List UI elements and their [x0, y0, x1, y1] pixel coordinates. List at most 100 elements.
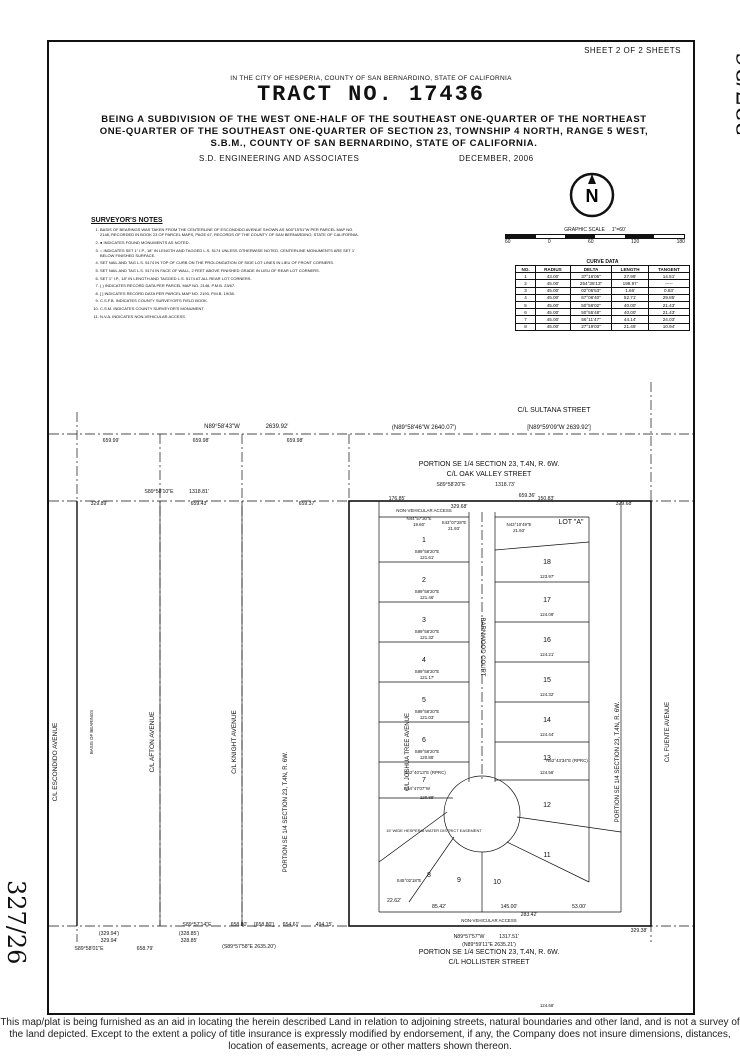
- lot-number: 2: [422, 577, 426, 584]
- oak-seg: 176.85': [389, 496, 406, 502]
- lot-number: 4: [422, 657, 426, 664]
- curve-cell: 2: [514, 279, 537, 288]
- scale-tick: 60: [588, 239, 594, 245]
- label: N52°43'34"E (RPRC): [546, 758, 588, 763]
- scale-tick: 120: [630, 239, 640, 245]
- hollister-dim: 145.00': [501, 904, 518, 910]
- court-name: BARNWOOD COURT: [479, 618, 485, 677]
- lot-number: 10: [493, 879, 501, 886]
- hollister-dim: 658.80': [231, 922, 248, 928]
- label: N52°40'13"E (RPRC): [404, 770, 446, 775]
- legal-description: BEING A SUBDIVISION OF THE WEST ONE-HALF…: [99, 114, 649, 149]
- lot-number: 16: [543, 637, 551, 644]
- disclaimer-text: This map/plat is being furnished as an a…: [0, 1017, 740, 1052]
- oak-bearing-e: S89°58'20"E: [436, 482, 466, 488]
- curve-cell: 24.03': [647, 315, 691, 324]
- lot-dimension: 124.44': [540, 732, 554, 737]
- street-joshua: C/L JOSHUA TREE AVENUE: [405, 713, 411, 791]
- street-sultana: C/L SULTANA STREET: [518, 407, 592, 414]
- curve-cell: 14.51': [647, 272, 691, 281]
- graphic-scale-label: GRAPHIC SCALE: [564, 227, 605, 233]
- lot-a: LOT "A": [558, 519, 584, 526]
- label: N54°47'07"W: [404, 786, 431, 791]
- water-easement: 15' WIDE HESPERIA WATER DISTRICT EASEMEN…: [386, 828, 482, 833]
- street-oak-valley: C/L OAK VALLEY STREET: [447, 471, 532, 478]
- oak-seg: 329.68': [451, 504, 468, 510]
- scale-tick: 180: [676, 239, 685, 245]
- nva-south: NON-VEHICULAR ACCESS: [461, 918, 516, 923]
- surveyor-note-item: ○ INDICATES SET 1" I.P., 18" IN LENGTH A…: [100, 248, 361, 258]
- plat-date: DECEMBER, 2006: [459, 154, 534, 163]
- lot-number: 6: [422, 737, 426, 744]
- oak-seg: 329.89': [91, 501, 108, 507]
- label: 21.93': [513, 528, 525, 533]
- hollister-dim: 654.61': [283, 922, 300, 928]
- surveyors-notes: SURVEYOR'S NOTES BASIS OF BEARINGS WAS T…: [91, 217, 361, 321]
- curve-cell: 56°11'47": [569, 315, 613, 324]
- oak-seg: 150.83': [538, 496, 555, 502]
- lot-dimension: 124.21': [540, 652, 554, 657]
- surveyor-note-item: ● INDICATES FOUND MONUMENTS AS NOTED.: [100, 240, 361, 245]
- lot-number: 3: [422, 617, 426, 624]
- lot-number: 13: [543, 755, 551, 762]
- hollister-dim: N89°57'57"W: [454, 934, 485, 940]
- lot-number: 7: [422, 777, 426, 784]
- curve-cell: 8: [514, 322, 537, 331]
- city-line: IN THE CITY OF HESPERIA, COUNTY OF SAN B…: [230, 75, 512, 82]
- engineer-name: S.D. ENGINEERING AND ASSOCIATES: [199, 154, 360, 163]
- lot-number: 5: [422, 697, 426, 704]
- north-label: N: [586, 186, 599, 206]
- portion-east: PORTION SE 1/4 SECTION 23, T.4N, R. 6W.: [615, 701, 621, 822]
- label: N44°57'30"E: [407, 516, 432, 521]
- surveyor-note-item: C.S.M. INDICATES COUNTY SURVEYOR'S MONUM…: [100, 306, 361, 311]
- lot-bearing: S89°58'20"E: [415, 669, 440, 674]
- north-arrow-icon: N: [569, 172, 615, 218]
- lot-number: 15: [543, 677, 551, 684]
- lot-bearing: S89°58'20"E: [415, 549, 440, 554]
- sultana-seg: 659.99': [103, 438, 120, 444]
- portion-west: PORTION SE 1/4 SECTION 23, T.4N, R. 6W.: [283, 751, 289, 872]
- curve-cell: 21.43': [647, 308, 691, 317]
- curve-cell: 29.85': [647, 293, 691, 302]
- curve-cell: 21.43': [647, 300, 691, 310]
- surveyor-note-item: C.S.F.B. INDICATES COUNTY SURVEYOR'S FIE…: [100, 298, 361, 303]
- sultana-seg: 659.98': [193, 438, 210, 444]
- curve-cell: 50°56'02": [569, 300, 613, 310]
- lot-dimension: 124.32': [540, 692, 554, 697]
- street-knight: C/L KNIGHT AVENUE: [231, 709, 238, 773]
- surveyor-note-item: N.V.A. INDICATES NON-VEHICULAR ACCESS: [100, 314, 361, 319]
- nva-north: NON-VEHICULAR ACCESS: [396, 508, 451, 513]
- surveyor-note-item: [ ] INDICATES RECORD DATA PER PARCEL MAP…: [100, 291, 361, 296]
- scale-tick: 0: [547, 239, 551, 245]
- curve-cell: 02°05'53": [569, 286, 613, 295]
- lot-dimension: 124.68': [540, 1003, 554, 1008]
- hollister-dim: 53.00': [572, 904, 586, 910]
- recording-stamp-bottom: 327/26: [2, 880, 30, 965]
- hollister-dim: 283.42': [521, 912, 538, 918]
- oak-dist-w: 1318.81': [189, 489, 209, 495]
- hollister-dim: 329.38': [631, 928, 648, 934]
- oak-seg: 329.68': [616, 501, 633, 507]
- hollister-dim: 85.42': [432, 904, 446, 910]
- curve-cell: 254°35'13": [569, 279, 613, 288]
- street-afton: C/L AFTON AVENUE: [149, 711, 156, 773]
- lot-bearing: S89°58'20"E: [415, 629, 440, 634]
- hollister-dim: S89°57'14"E: [182, 922, 212, 928]
- lot-dimension: 121.46': [420, 595, 434, 600]
- hollister-dim: 22.62': [387, 898, 401, 904]
- basis-of-bearings: BASIS OF BEARINGS: [89, 710, 94, 754]
- map-sheet: SHEET 2 OF 2 SHEETS IN THE CITY OF HESPE…: [47, 40, 695, 1015]
- surveyor-note-item: SET NAIL AND TAG L.S. 5174 IN TOP OF CUR…: [100, 260, 361, 265]
- oak-seg: 659.37': [299, 501, 316, 507]
- hollister-dim: (S89°57'58"E 2635.20'): [222, 944, 276, 950]
- plat-drawing: C/L SULTANA STREET (N89°58'46"W 2640.07'…: [49, 382, 693, 1008]
- sultana-bearing-main: N89°58'43"W: [204, 424, 240, 430]
- surveyor-note-item: ( ) INDICATES RECORD DATA PER PARCEL MAP…: [100, 283, 361, 288]
- curve-cell: 3: [514, 286, 537, 295]
